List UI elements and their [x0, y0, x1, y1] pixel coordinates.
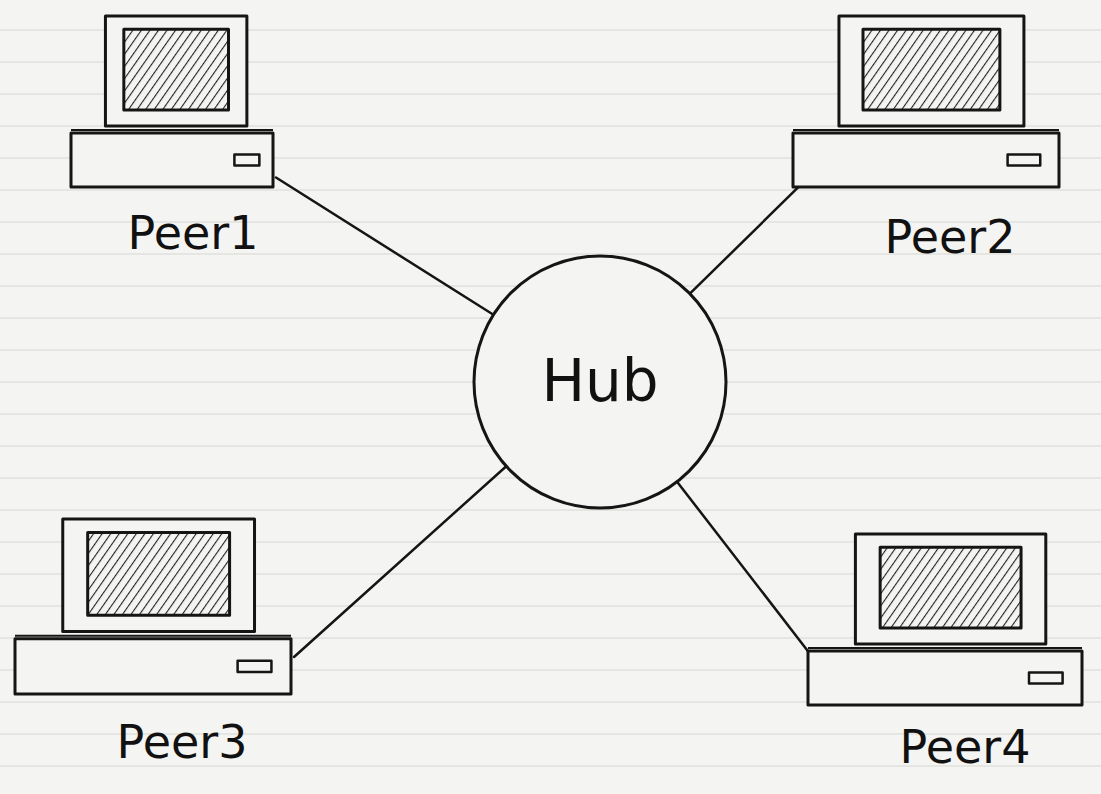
computer-icon [12, 515, 294, 697]
computer-icon [805, 530, 1085, 708]
computer-icon [68, 12, 276, 190]
network-cable [677, 482, 813, 658]
network-cable [276, 178, 493, 315]
peer-computer: Peer4 [805, 530, 1085, 708]
peer-computer: Peer3 [12, 515, 294, 697]
peer-computer: Peer2 [790, 12, 1062, 190]
peer-label: Peer3 [117, 717, 248, 768]
hub-label: Hub [541, 350, 658, 414]
peer-computer: Peer1 [68, 12, 276, 190]
network-cable [294, 466, 506, 657]
network-cable [690, 185, 801, 294]
computer-icon [790, 12, 1062, 190]
peer-label: Peer1 [128, 208, 259, 259]
peer-label: Peer2 [885, 212, 1016, 263]
hub-circle: Hub [472, 254, 728, 510]
peer-label: Peer4 [900, 722, 1031, 773]
